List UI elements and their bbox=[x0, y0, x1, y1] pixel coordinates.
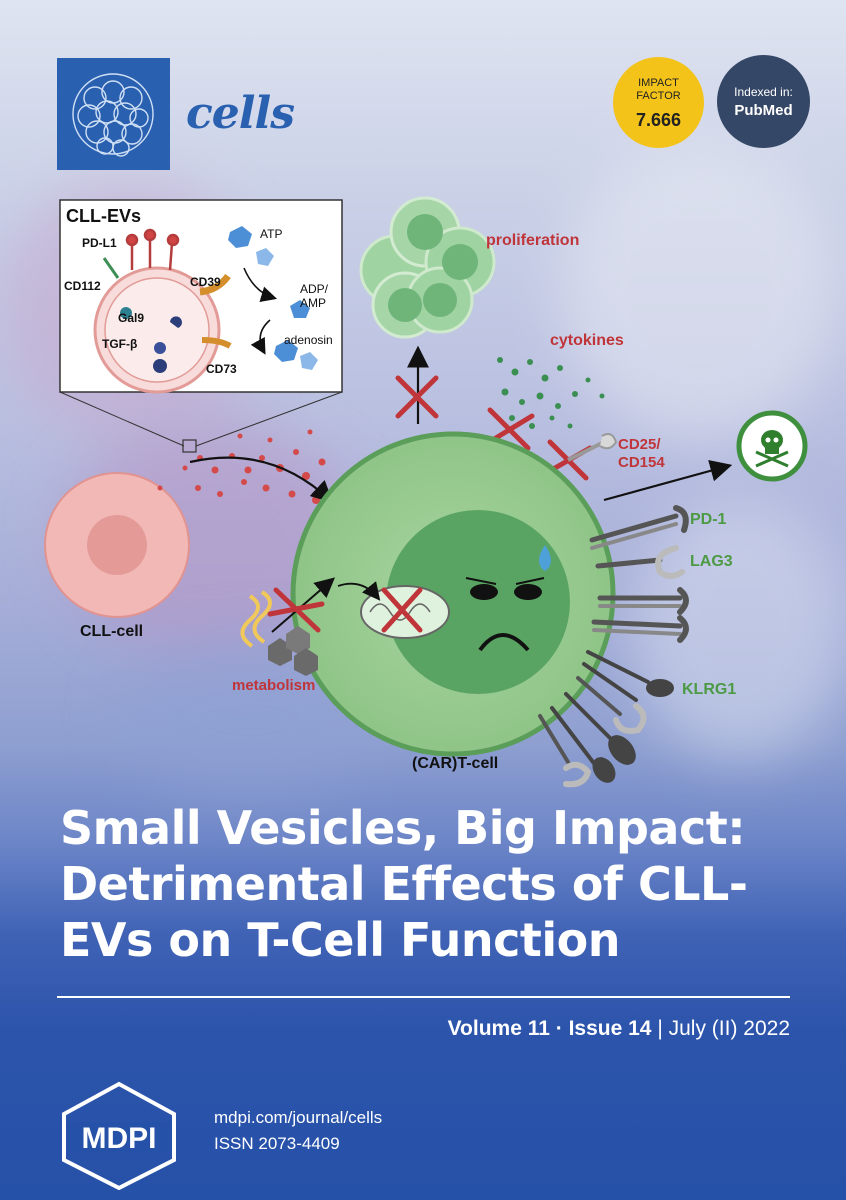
mdpi-hexagon-icon: MDPI bbox=[62, 1081, 176, 1191]
article-title: Small Vesicles, Big Impact: Detrimental … bbox=[60, 800, 820, 968]
indexed-label: Indexed in: bbox=[734, 85, 793, 99]
label-cd73: CD73 bbox=[206, 362, 237, 376]
label-lag3: LAG3 bbox=[690, 553, 733, 570]
impact-factor-value: 7.666 bbox=[635, 110, 682, 130]
mdpi-wordmark: MDPI bbox=[82, 1122, 157, 1155]
title-line-3: EVs on T-Cell Function bbox=[60, 913, 621, 967]
label-cd25: CD25/ bbox=[618, 436, 661, 453]
label-atp: ATP bbox=[260, 227, 282, 241]
label-cd154: CD154 bbox=[618, 454, 665, 471]
proliferation-cells bbox=[359, 196, 496, 339]
pubmed-label: PubMed bbox=[734, 102, 793, 119]
car-t-cell bbox=[290, 431, 616, 757]
label-cytokines: cytokines bbox=[550, 332, 624, 349]
journal-name[interactable]: cells bbox=[186, 88, 295, 139]
label-cll-cell: CLL-cell bbox=[80, 623, 143, 640]
title-line-2: Detrimental Effects of CLL- bbox=[60, 857, 748, 911]
title-line-1: Small Vesicles, Big Impact: bbox=[60, 801, 746, 855]
mdpi-logo[interactable]: MDPI bbox=[56, 1080, 182, 1195]
issue-number: Issue 14 bbox=[568, 1017, 652, 1040]
toxic-skull-icon bbox=[736, 410, 808, 482]
label-tgfb: TGF-β bbox=[102, 337, 137, 351]
label-cd112: CD112 bbox=[64, 279, 101, 293]
metabolism-icon bbox=[240, 590, 318, 676]
label-pd1: PD-1 bbox=[690, 511, 727, 528]
issn: ISSN 2073-4409 bbox=[214, 1134, 340, 1153]
issue-date: | July (II) 2022 bbox=[651, 1017, 790, 1040]
pubmed-badge[interactable]: Indexed in: PubMed bbox=[717, 55, 810, 148]
inset-title: CLL-EVs bbox=[66, 206, 141, 226]
inhibitory-receptors bbox=[538, 505, 689, 788]
journal-url[interactable]: mdpi.com/journal/cells bbox=[214, 1108, 383, 1127]
label-metabolism: metabolism bbox=[232, 677, 315, 694]
label-pdl1: PD-L1 bbox=[82, 236, 117, 250]
impact-label-1: IMPACT bbox=[638, 77, 679, 89]
cells-logo-icon bbox=[72, 73, 154, 157]
label-amp: AMP bbox=[300, 296, 326, 310]
label-klrg1: KLRG1 bbox=[682, 681, 736, 698]
impact-label-2: FACTOR bbox=[636, 90, 681, 102]
cells-logo[interactable] bbox=[57, 58, 170, 170]
divider bbox=[57, 996, 790, 998]
label-proliferation: proliferation bbox=[486, 232, 579, 249]
label-adp: ADP/ bbox=[300, 282, 329, 296]
cll-evs-inset: CLL-EVs PD-L1 CD112 CD39 Gal9 TGF-β CD73… bbox=[59, 199, 343, 453]
issue-info: Volume 11 · Issue 14 | July (II) 2022 bbox=[448, 1017, 790, 1041]
cll-cell bbox=[44, 472, 190, 618]
graphical-abstract: CLL-EVs PD-L1 CD112 CD39 Gal9 TGF-β CD73… bbox=[44, 196, 808, 788]
label-adenosin: adenosin bbox=[284, 333, 333, 347]
label-gal9: Gal9 bbox=[118, 311, 144, 325]
label-car-t-cell: (CAR)T-cell bbox=[412, 755, 498, 772]
label-cd39: CD39 bbox=[190, 275, 221, 289]
volume: Volume 11 bbox=[447, 1017, 550, 1040]
issue-separator: · bbox=[549, 1017, 569, 1040]
